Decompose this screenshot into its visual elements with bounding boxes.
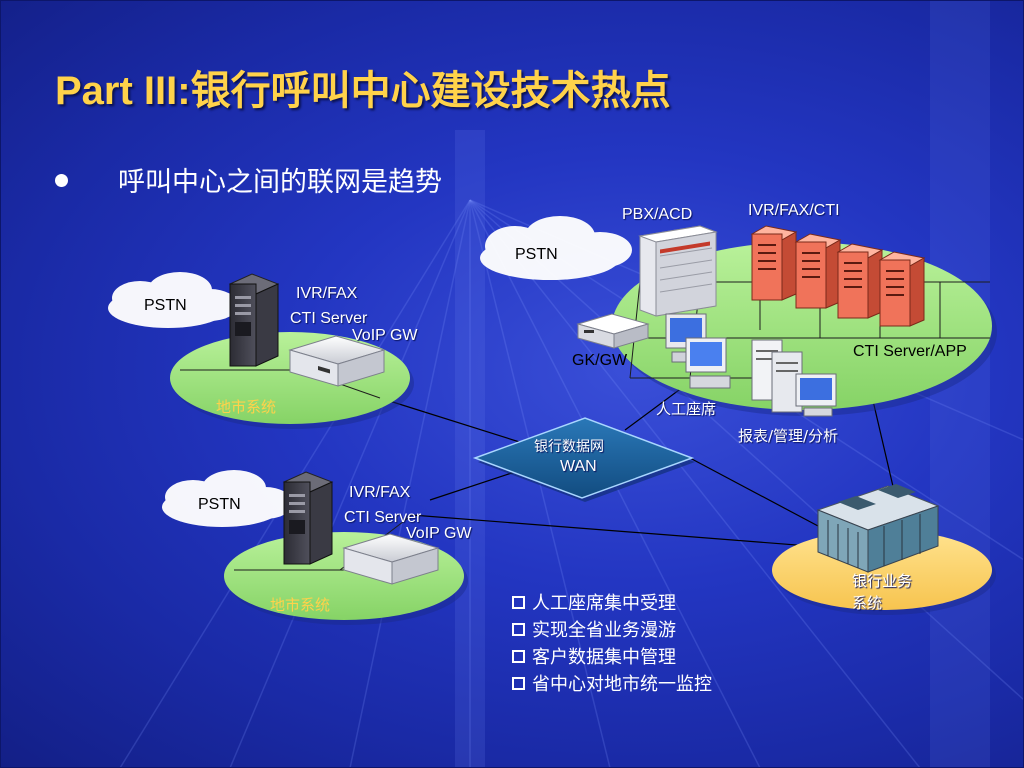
tower-server-icon	[836, 243, 884, 319]
label-voip-gw-1: VoIP GW	[352, 327, 418, 344]
square-bullet-icon	[512, 677, 525, 690]
page-title: Part III:银行呼叫中心建设技术热点	[55, 58, 671, 116]
cloud-icon	[108, 272, 238, 328]
bullet-text: 呼叫中心之间的联网是趋势	[118, 167, 442, 198]
bullet-dot-icon	[55, 174, 68, 187]
tower-server-icon	[794, 233, 842, 309]
workstation-icon	[665, 313, 731, 389]
square-bullet-icon	[512, 650, 525, 663]
label-voip-gw-2: VoIP GW	[406, 525, 472, 542]
label-pbx-acd: PBX/ACD	[622, 206, 693, 223]
label-wan-line1: 银行数据网	[534, 439, 604, 455]
list-item: 客户数据集中管理	[512, 644, 712, 671]
label-wan-line2: WAN	[560, 458, 597, 475]
label-pstn-left1: PSTN	[144, 297, 187, 314]
square-bullet-icon	[512, 623, 525, 636]
tower-server-icon	[282, 471, 334, 565]
desktop-box-icon	[342, 533, 440, 585]
label-cti-server-app: CTI Server/APP	[853, 343, 967, 360]
desktop-box-icon	[288, 335, 386, 387]
tower-server-icon	[878, 251, 926, 327]
mainframe-icon	[816, 484, 940, 573]
desktop-box-icon	[576, 313, 650, 349]
label-city-1: 地市系统	[216, 398, 277, 416]
wan-diamond	[472, 417, 695, 502]
label-ivr-fax-2: IVR/FAX	[349, 484, 411, 501]
label-ivr-fax-1: IVR/FAX	[296, 285, 358, 302]
list-item-text: 人工座席集中受理	[532, 593, 676, 614]
list-item-text: 省中心对地市统一监控	[532, 674, 712, 695]
label-agents: 人工座席	[656, 400, 717, 418]
title-latin: Part III:	[55, 69, 191, 113]
feature-list: 人工座席集中受理 实现全省业务漫游 客户数据集中管理 省中心对地市统一监控	[512, 590, 712, 698]
list-item: 人工座席集中受理	[512, 590, 712, 617]
label-reports: 报表/管理/分析	[738, 427, 839, 445]
server-rack-group	[750, 225, 926, 327]
list-item-text: 实现全省业务漫游	[532, 620, 676, 641]
list-item: 省中心对地市统一监控	[512, 671, 712, 698]
list-item-text: 客户数据集中管理	[532, 647, 676, 668]
title-chinese: 银行呼叫中心建设技术热点	[190, 68, 671, 114]
square-bullet-icon	[512, 596, 525, 609]
tower-server-icon	[228, 273, 280, 367]
label-pstn-left2: PSTN	[198, 496, 241, 513]
label-gk-gw: GK/GW	[572, 352, 628, 369]
label-ivr-fax-cti: IVR/FAX/CTI	[748, 202, 840, 219]
cloud-icon	[480, 216, 632, 280]
list-item: 实现全省业务漫游	[512, 617, 712, 644]
tower-server-icon	[750, 225, 798, 301]
city-platform-1	[170, 332, 414, 429]
label-bank-sys-line2: 系统	[852, 594, 883, 612]
cloud-icon	[162, 470, 293, 527]
label-cti-server-2: CTI Server	[344, 509, 422, 526]
label-cti-server-1: CTI Server	[290, 310, 368, 327]
label-pstn-top: PSTN	[515, 246, 558, 263]
label-city-2: 地市系统	[270, 596, 331, 614]
workstation-icon	[751, 339, 837, 417]
bullet-item: 呼叫中心之间的联网是趋势	[55, 160, 442, 199]
pbx-cabinet-icon	[638, 225, 718, 317]
label-bank-sys-line1: 银行业务	[852, 572, 913, 590]
